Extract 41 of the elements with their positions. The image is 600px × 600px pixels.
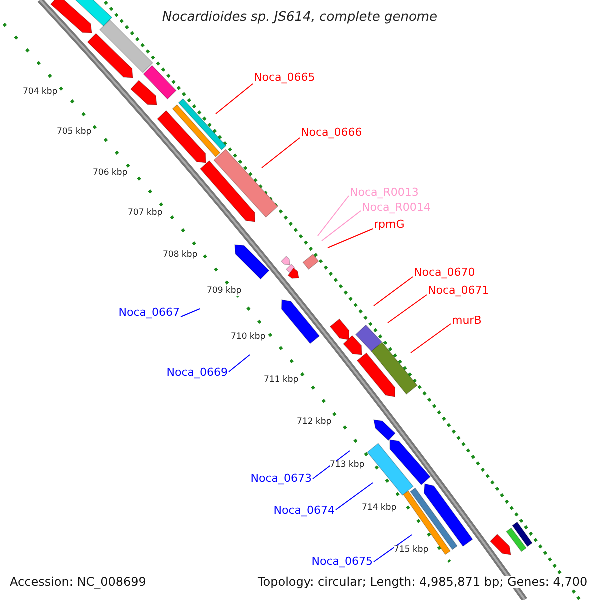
scale-label: 709 kbp <box>207 287 242 296</box>
gene-label: rpmG <box>374 219 405 230</box>
diagram-title: Nocardioides sp. JS614, complete genome <box>161 11 439 24</box>
leader-line <box>318 196 350 236</box>
gene-label: Noca_R0014 <box>362 202 431 213</box>
gene-label: Noca_0665 <box>254 72 316 83</box>
leader-line <box>228 354 250 372</box>
leader-line <box>374 534 412 562</box>
scale-label: 711 kbp <box>264 376 299 384</box>
scale-label: 708 kbp <box>163 251 198 260</box>
genome-summary-text: Topology: circular; Length: 4,985,871 bp; Genes: 4,700 <box>258 576 588 588</box>
gene-label: Noca_R0013 <box>350 187 419 198</box>
scale-label: 705 kbp <box>57 128 92 136</box>
scale-label: 704 kbp <box>23 88 58 96</box>
leader-line <box>374 276 414 306</box>
scale-label: 707 kbp <box>128 209 163 218</box>
leader-line <box>216 84 254 114</box>
scale-label: 710 kbp <box>231 333 266 342</box>
gene-label: Noca_0670 <box>414 267 476 278</box>
leader-line <box>322 210 362 242</box>
leader-line <box>388 294 428 324</box>
scale-label: 712 kbp <box>297 418 332 426</box>
gene-label: Noca_0673 <box>250 473 312 484</box>
leader-line <box>336 482 374 510</box>
gene-label: Noca_0675 <box>312 556 373 567</box>
gene-label: Noca_0669 <box>166 367 228 378</box>
scale-label: 714 kbp <box>362 504 397 512</box>
gene-label: Noca_0666 <box>301 127 362 138</box>
scale-label: 706 kbp <box>93 169 128 178</box>
gene-label: murB <box>452 315 482 326</box>
gene-label: Noca_0674 <box>274 505 335 516</box>
leader-line <box>262 138 300 168</box>
scale-label: 713 kbp <box>330 461 365 470</box>
scale-label: 715 kbp <box>394 546 429 554</box>
accession-text: Accession: NC_008699 <box>10 576 146 588</box>
leader-line <box>328 228 374 248</box>
gene-label: Noca_0667 <box>118 307 180 318</box>
leader-line <box>180 308 200 318</box>
gene-label: Noca_0671 <box>428 285 490 296</box>
leader-line <box>410 324 452 354</box>
leader-line <box>312 450 350 480</box>
